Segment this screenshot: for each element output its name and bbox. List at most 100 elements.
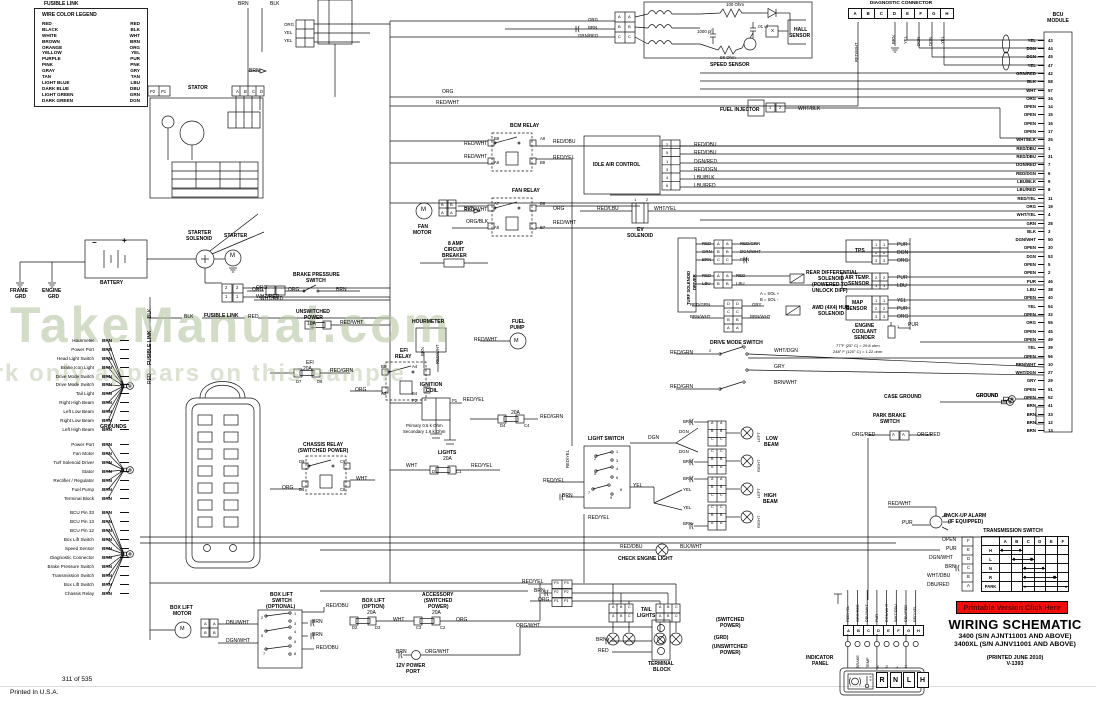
pin-wire-color: OPEN [1023,353,1036,359]
wire-label: BLK [270,1,280,7]
wire-label: LBU [736,281,745,286]
contact-cell [999,545,1012,556]
pin-number: 12 [1048,420,1053,426]
pin-number: 17 [1048,129,1053,135]
model-line-1: 3400 (S/N AJNT11001 AND ABOVE) [958,633,1072,640]
connector-pin: H [945,11,949,16]
module-pin-row: RED/YEL 11 [952,194,1072,202]
wire-label: BRN/WHT [774,380,798,386]
pin-label: 1 [236,294,239,299]
pin-tick [1038,355,1044,357]
ground-row: Rectifier / Regulator BRN [8,476,129,485]
rear-diff-label: SOLENOID [818,276,845,282]
ground-wire: BRN [102,528,112,533]
lighting-circuit [548,418,754,583]
accessory-fuse-label: (SWITCHED [424,598,453,604]
legend-row: TAN TAN [42,74,140,80]
connector-pin: C [864,626,874,635]
wire-label: RED/WHT [436,100,460,106]
wire-label: ORG/WHT [516,623,541,629]
pin-label: 6 [666,183,669,188]
pin-label: B8 [540,160,546,165]
module-pin-row: DGN/WHT 50 [952,236,1072,244]
note-label: B = SOL - [760,297,779,302]
legend-row: DARK BLUE DBU [42,86,140,92]
ground-lead [120,393,129,395]
contact-cell [1010,545,1023,556]
ground-wire: BRN [102,409,112,415]
module-pin-row: YEL 43 [952,36,1072,44]
module-pin-row: OPEN 15 [952,111,1072,119]
pin-label: A [902,432,905,437]
power-port-label: 12V POWER [396,663,426,669]
pin-wire-color: OPEN [1023,262,1036,268]
brake-pressure-switch-label: BRAKE PRESSURE [293,272,340,278]
ignition-coil-label: COIL [426,388,438,394]
wire-label: RED/DBU [620,544,643,550]
wire-label: RED/DGN [694,167,718,173]
wire-label: ORG/RED [852,432,876,438]
pin-tick [1038,430,1044,432]
pin-label: 8 [294,652,297,656]
hourmeter-label: HOURMETER [412,319,445,325]
ground-lead [120,498,129,499]
function-label: N [885,665,889,668]
circuit-breaker-label: BREAKER [442,253,467,259]
engine-grd-label: ENGINE [42,288,62,294]
pin-label: B [450,202,453,207]
module-pin-row: DGN 44 [952,44,1072,52]
wire-label: GRY [774,364,785,370]
ground-row: BCU Pin 13 BRN [8,517,129,526]
pin-tick [1038,156,1044,158]
pin-tick [1038,114,1044,116]
pin-label: C [720,449,723,453]
pin-label: B [628,24,631,29]
gear-indicator: R [876,672,888,688]
ground-row: Fuel Pump BRN [8,485,129,494]
pin-number: 41 [1048,403,1053,409]
wire-label: WHT/RED [256,294,280,300]
connector-pin: E [884,626,894,635]
schematic-title: WIRING SCHEMATIC [948,617,1082,632]
contact-cell [1056,572,1069,583]
wire-label: RED [248,314,259,320]
pin-label: B [441,202,444,207]
color-name: DARK BLUE [42,85,70,91]
wire-label: RED/YEL [463,397,485,403]
wire-label: DGN/WHT [885,603,889,622]
pin-label: D [967,556,971,561]
backup-alarm-label: (IF EQUIPPED) [948,519,984,525]
wire-label: BRN [683,419,693,424]
pin-label: 2 [225,285,228,290]
module-pin-row: LBU/RED 8 [952,186,1072,194]
pin-label: C [252,89,256,94]
wire-label: ORG [252,287,264,293]
pin-label: C [967,565,971,570]
printable-version-link[interactable]: Printable Version Click Here [956,601,1068,614]
pin-number: 28 [1048,220,1053,226]
ground-row: Power Port BRN [8,440,129,449]
efi-relay-label: EFI [400,348,408,354]
pin-label: A [618,14,621,19]
pin-number: 54 [1048,303,1053,309]
legend-row: YELLOW YEL [42,50,140,56]
ground-lead [120,339,129,341]
connector-pin: A [844,626,854,635]
battery-starter-circuit [15,213,390,640]
wire-label: WHT/DBU [927,573,951,579]
pin-label: C [628,34,631,39]
accessory-fuse-label: POWER) [428,604,449,610]
color-name: RED [42,21,52,26]
module-pin-row: OPEN 52 [952,393,1072,401]
model-line-2: 3400XL (S/N AJNV11001 AND ABOVE) [954,641,1076,648]
indicator-panel-label: PANEL [812,661,829,667]
wire-label: DGN [679,449,689,454]
contact-cell [1056,563,1069,574]
pin-label: B6 [540,201,546,206]
gear-indicator: L [903,672,915,688]
connector-pin: D [874,626,884,635]
resistor-value: 100 Ohm [726,2,745,7]
pin-label: A [450,210,453,215]
column-header: F [1056,535,1069,547]
